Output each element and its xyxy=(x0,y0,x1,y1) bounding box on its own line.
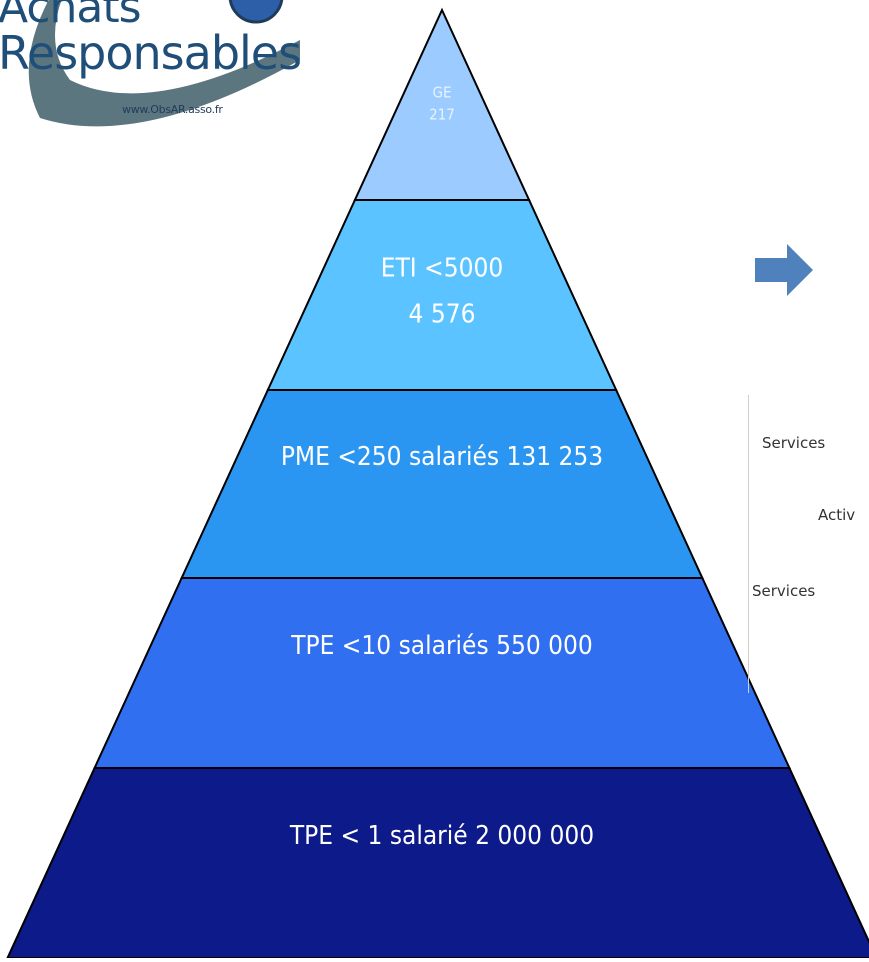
pyramid-level-1-label-1: GE xyxy=(433,84,452,102)
logo-word-line2: Responsables xyxy=(0,30,301,76)
logo-globe-icon xyxy=(230,0,282,22)
logo-url: www.ObsAR.asso.fr xyxy=(122,103,223,116)
pyramid-level-1-label-2: 217 xyxy=(429,106,455,124)
pyramid-level-4 xyxy=(95,578,790,768)
pyramid-level-2-label-1: ETI <5000 xyxy=(381,254,504,284)
side-label-services-2: Services xyxy=(752,582,815,600)
pyramid-level-2-label-2: 4 576 xyxy=(409,300,476,330)
right-arrow-icon xyxy=(755,244,813,296)
pyramid-level-3 xyxy=(182,390,703,578)
pyramid-level-3-label-1: PME <250 salariés 131 253 xyxy=(281,442,603,472)
pyramid-level-5 xyxy=(8,768,869,958)
side-label-activ: Activ xyxy=(818,506,855,524)
pyramid-level-4-label-1: TPE <10 salariés 550 000 xyxy=(290,631,593,661)
pyramid-level-2 xyxy=(268,200,616,390)
side-label-services-1: Services xyxy=(762,434,825,452)
pyramid-level-5-label-1: TPE < 1 salarié 2 000 000 xyxy=(289,821,594,851)
